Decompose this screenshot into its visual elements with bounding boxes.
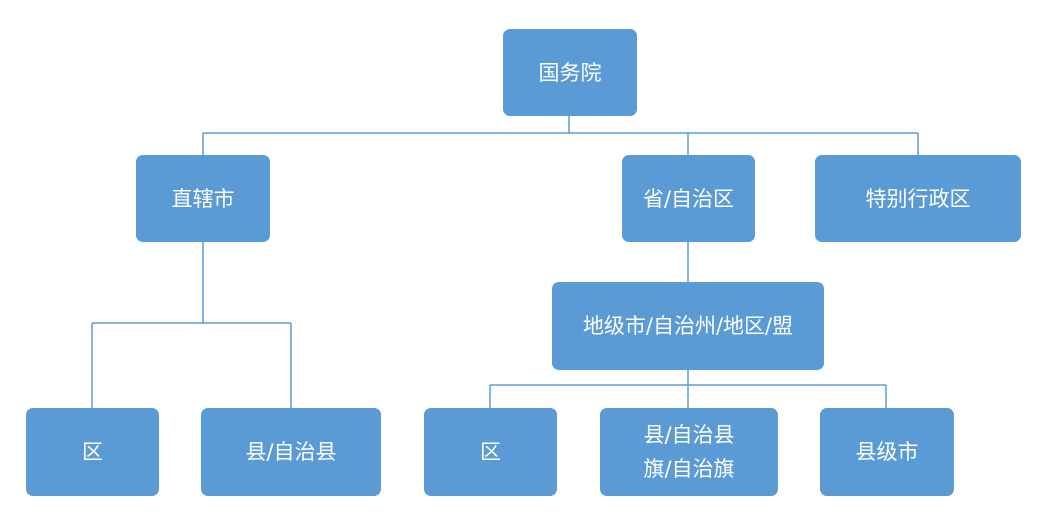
node-prefecture-county-label-1: 县/自治县 xyxy=(643,423,735,447)
node-municipal-county: 县/自治县 xyxy=(201,408,381,496)
node-province: 省/自治区 xyxy=(622,155,755,242)
node-prefecture-county-label-2: 旗/自治旗 xyxy=(643,457,735,481)
node-prefecture-district-label: 区 xyxy=(480,440,501,464)
node-prefecture-county: 县/自治县 旗/自治旗 xyxy=(600,408,778,496)
node-sar-label: 特别行政区 xyxy=(865,186,971,211)
node-municipal-district-label: 区 xyxy=(82,440,103,464)
node-sar: 特别行政区 xyxy=(815,155,1021,242)
node-municipality: 直辖市 xyxy=(136,155,270,242)
node-municipality-label: 直辖市 xyxy=(171,186,235,211)
node-county-city: 县级市 xyxy=(820,408,954,496)
node-prefecture-district: 区 xyxy=(424,408,557,496)
node-county-city-label: 县级市 xyxy=(855,440,919,464)
node-prefecture: 地级市/自治州/地区/盟 xyxy=(552,282,824,370)
node-municipal-district: 区 xyxy=(26,408,159,496)
node-municipal-county-label: 县/自治县 xyxy=(245,440,337,464)
node-prefecture-label: 地级市/自治州/地区/盟 xyxy=(582,314,794,338)
node-state-council: 国务院 xyxy=(503,29,637,116)
node-province-label: 省/自治区 xyxy=(642,186,735,211)
node-state-council-label: 国务院 xyxy=(538,60,602,85)
